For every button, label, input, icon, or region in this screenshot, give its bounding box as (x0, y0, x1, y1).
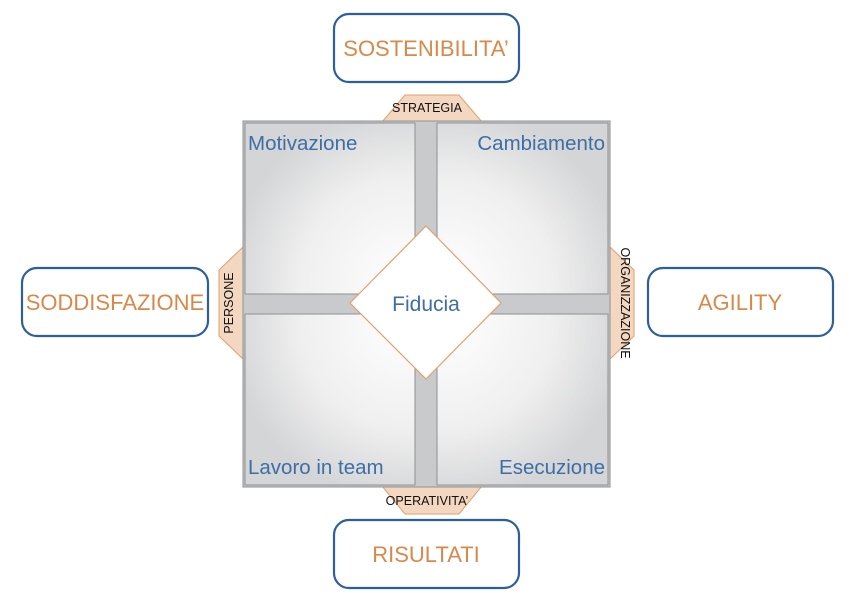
quadrant-top-right-label: Cambiamento (477, 132, 605, 155)
outcome-box-bottom (332, 518, 521, 590)
axis-label-top: STRATEGIA (392, 101, 463, 115)
outcome-box-left (20, 266, 210, 338)
outcome-box-top (332, 12, 521, 84)
outcome-label-bottom: RISULTATI (372, 542, 480, 567)
outcome-label-left: SODDISFAZIONE (26, 290, 204, 315)
axis-label-left: PERSONE (222, 272, 236, 333)
center-diamond (349, 225, 502, 380)
outcome-box-right (646, 266, 835, 338)
center-label: Fiducia (392, 293, 460, 316)
outcome-label-right: AGILITY (698, 290, 783, 315)
quadrant-bottom-left-label: Lavoro in team (248, 456, 384, 479)
axis-label-bottom: OPERATIVITA’ (386, 494, 469, 508)
quadrant-top-left-label: Motivazione (248, 132, 357, 155)
axis-label-right: ORGANIZZAZIONE (618, 247, 632, 358)
quadrant-bottom-right-label: Esecuzione (499, 456, 605, 479)
outcome-label-top: SOSTENIBILITA’ (343, 36, 508, 61)
quadrant-top-right-box (436, 122, 609, 295)
quadrant-bottom-left-box (244, 313, 416, 486)
quadrant-bottom-right-box (436, 313, 609, 486)
